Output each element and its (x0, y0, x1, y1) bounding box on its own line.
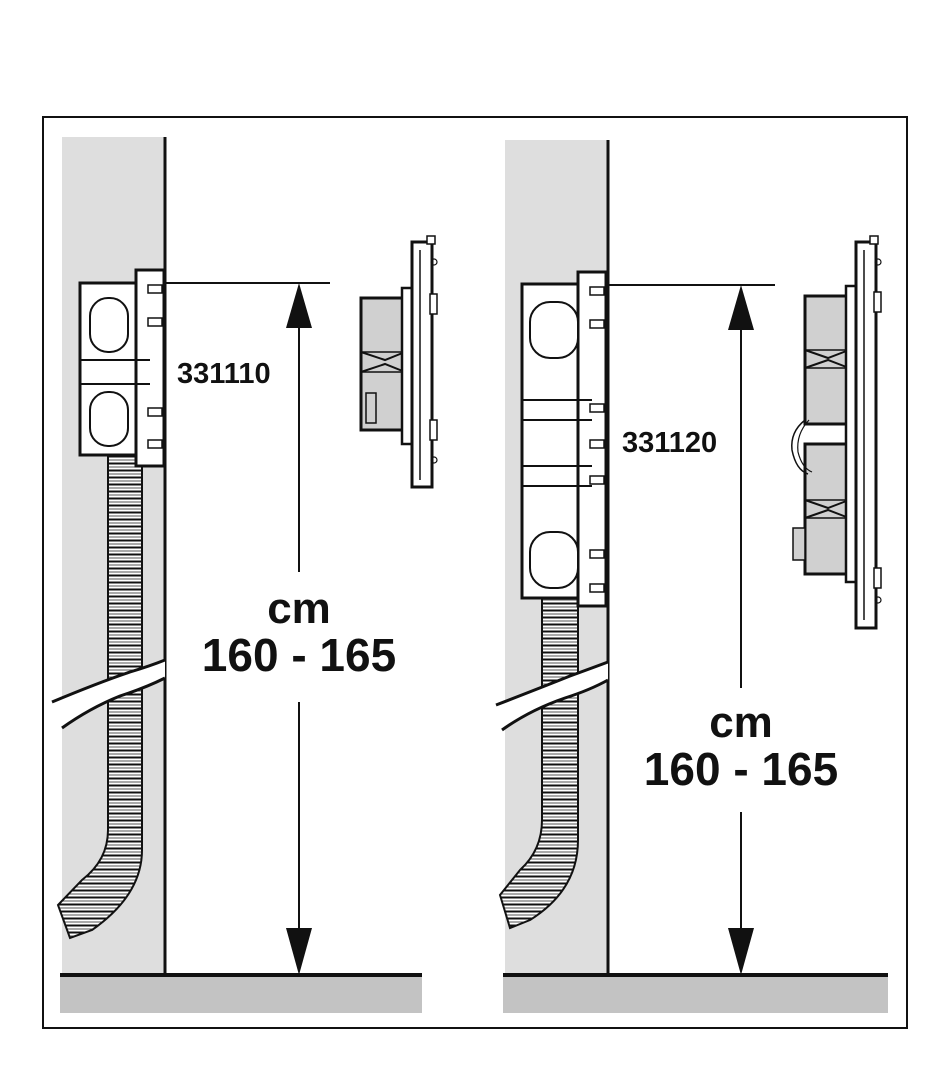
product-code-label: 331110 (177, 358, 271, 390)
product-code-label: 331120 (622, 427, 717, 459)
unit-label: cm (267, 584, 331, 633)
flush-box-double (522, 272, 606, 606)
device-module-single (361, 236, 437, 487)
height-dimension (728, 285, 754, 975)
device-module-double (792, 236, 881, 628)
unit-label: cm (709, 698, 773, 747)
floor (60, 975, 422, 1013)
panel-left: 331110 cm 160 - 165 (52, 137, 437, 1013)
height-range-label: 160 - 165 (202, 629, 396, 681)
panel-right: 331120 cm 160 - 165 (496, 140, 888, 1013)
height-range-label: 160 - 165 (644, 743, 838, 795)
flush-box-single (80, 270, 164, 466)
floor (503, 975, 888, 1013)
outer-frame (43, 117, 907, 1028)
